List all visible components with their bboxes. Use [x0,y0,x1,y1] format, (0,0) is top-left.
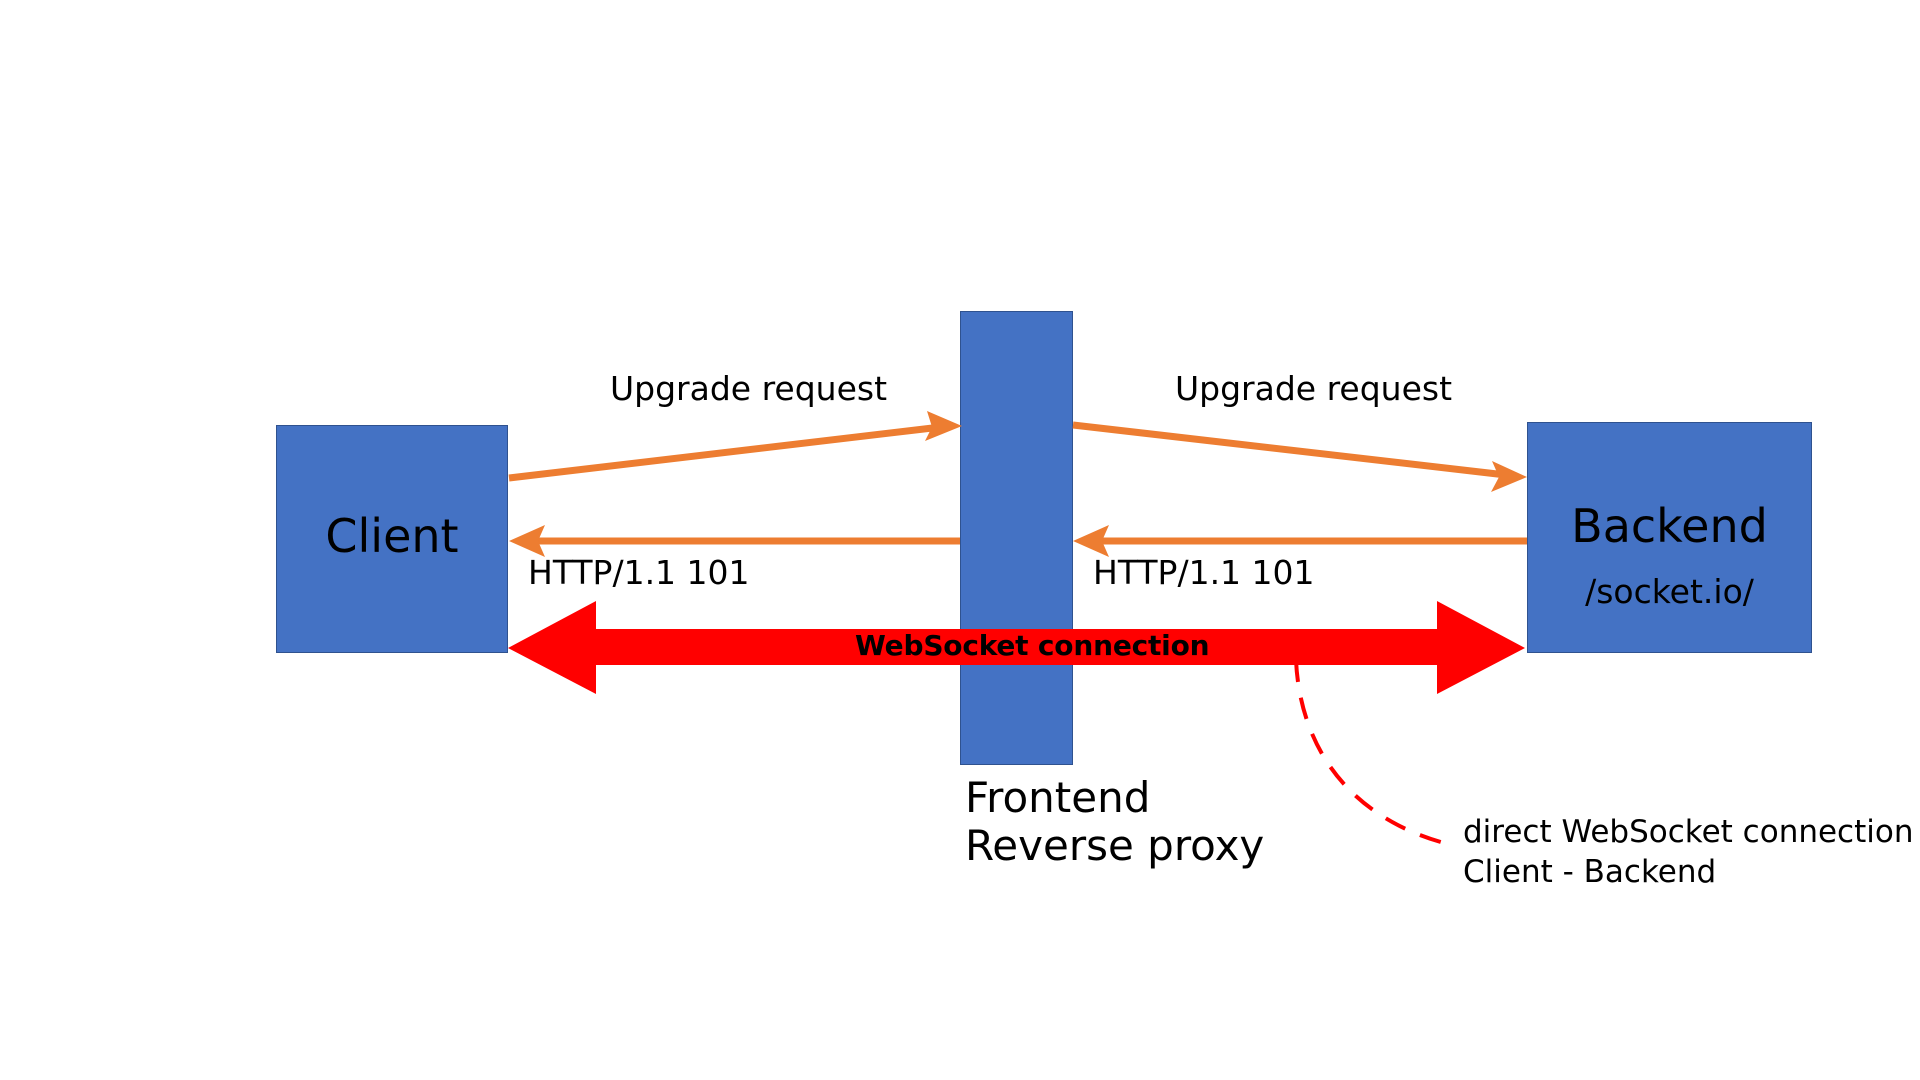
node-proxy-label-line1: Frontend [965,773,1151,822]
node-proxy-label: Frontend Reverse proxy [965,774,1264,870]
edge-upgrade-proxy-to-backend[interactable] [1072,421,1527,492]
edge-label-websocket-connection: WebSocket connection [855,629,1210,662]
edge-upgrade-client-to-proxy[interactable] [508,411,962,482]
edge-label-response-backend-to-proxy: HTTP/1.1 101 [1093,553,1315,592]
edge-label-upgrade-client-to-proxy: Upgrade request [610,369,888,408]
edge-response-proxy-to-client[interactable] [509,525,960,557]
edge-websocket-connection[interactable] [508,601,1525,694]
annotation-direct-connection-line1: direct WebSocket connection [1463,814,1914,850]
node-client-box[interactable] [276,425,508,653]
edge-response-backend-to-proxy[interactable] [1073,525,1527,557]
node-backend-box[interactable] [1527,422,1812,653]
edge-label-response-proxy-to-client: HTTP/1.1 101 [528,553,750,592]
node-backend-sublabel: /socket.io/ [1585,572,1754,611]
edge-label-upgrade-proxy-to-backend: Upgrade request [1175,369,1453,408]
node-proxy-label-line2: Reverse proxy [965,820,1265,870]
annotation-leader-line [1294,659,1453,847]
node-proxy-box[interactable] [960,311,1073,765]
node-client-label: Client [325,509,459,563]
node-backend-label: Backend [1571,499,1768,553]
annotation-direct-connection-line2: Client - Backend [1463,853,1717,890]
annotation-direct-connection: direct WebSocket connection Client - Bac… [1463,813,1913,892]
